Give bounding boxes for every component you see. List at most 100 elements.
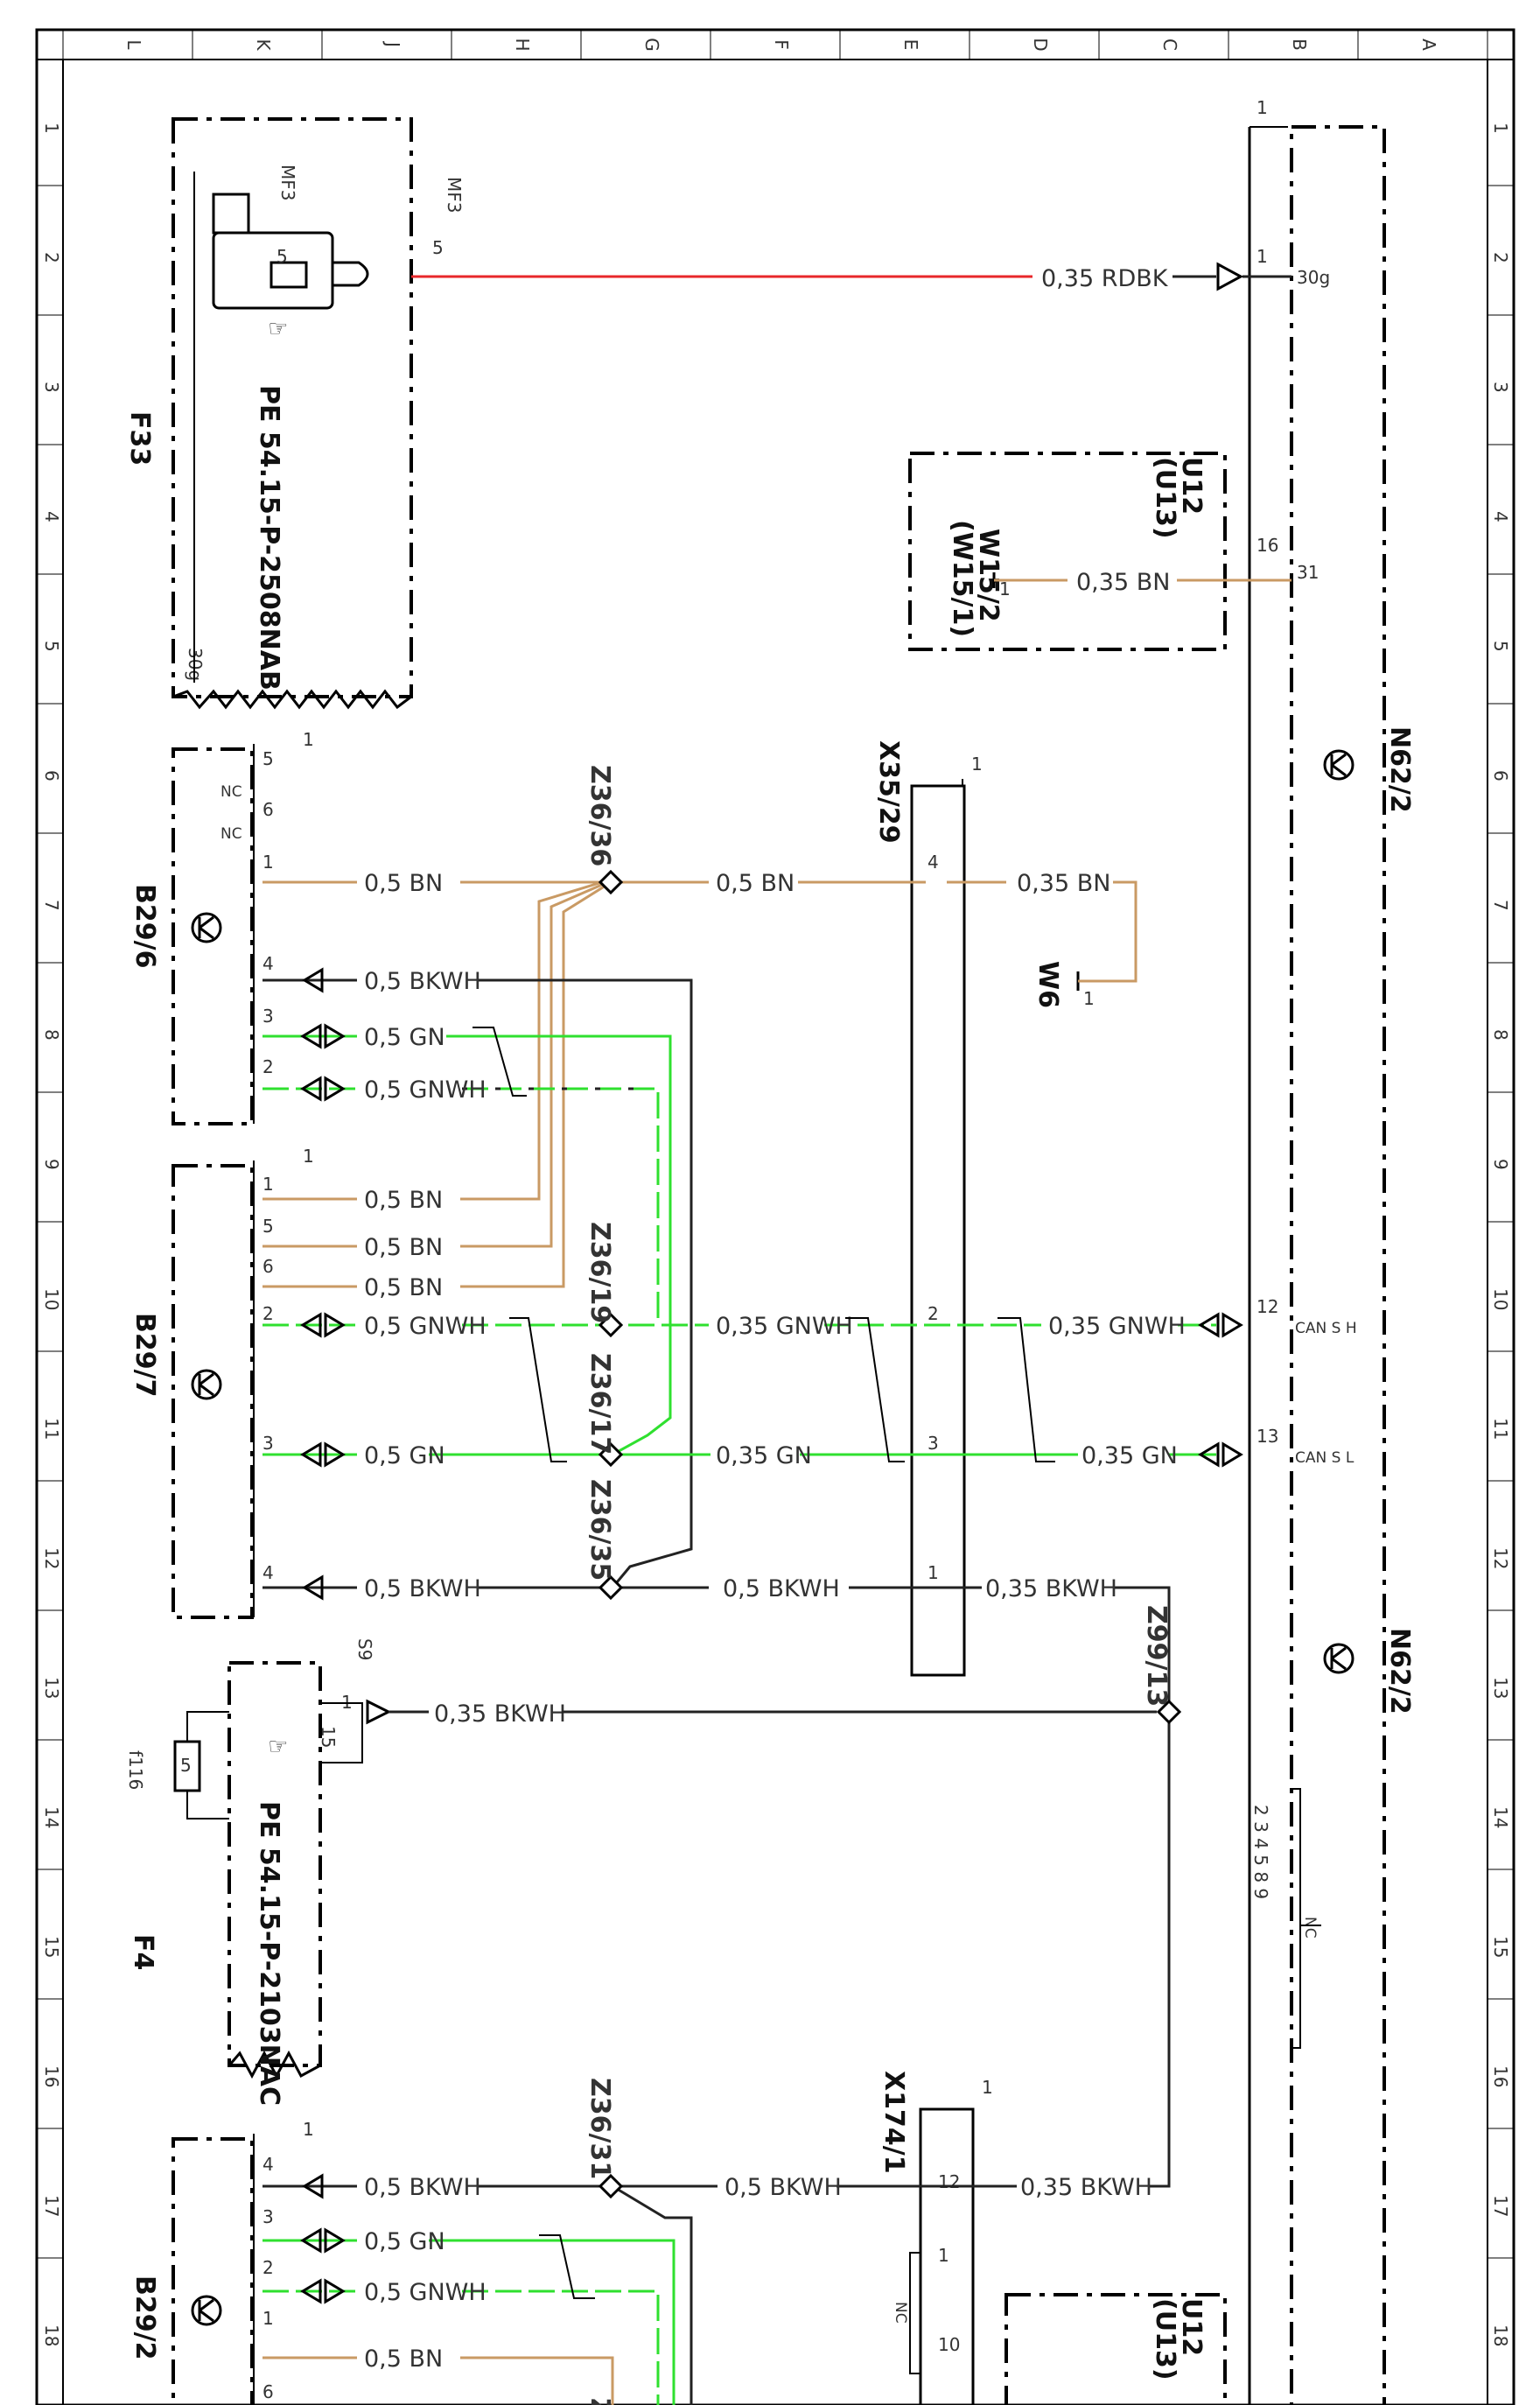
b29-6-sensor: B29/6 5 6 1 4 3 2 NC NC 1 — [130, 729, 314, 1125]
rdbk-wire: MF3 5 0,35 RDBK — [411, 177, 1292, 292]
row-label: 18 — [1490, 2324, 1511, 2346]
transistor-icon — [1323, 1643, 1354, 1674]
x35-header-pin: 1 — [971, 754, 983, 775]
col-label: F — [771, 39, 792, 50]
x35-pin: 3 — [928, 1433, 939, 1454]
transistor-icon — [191, 1369, 222, 1400]
splice-z36-17 — [598, 1441, 624, 1468]
b29-6-pin: 2 — [262, 1056, 274, 1077]
wire-label: 0,5 BN — [364, 1187, 443, 1214]
row-label: 18 — [41, 2324, 62, 2346]
twisted-pair-markers — [472, 1027, 1055, 2299]
bn-labels: 0,5 BN 0,5 BN 0,35 BN 0,5 BN 0,5 BN 0,5 … — [364, 870, 1110, 2373]
row-label: 17 — [1490, 2195, 1511, 2217]
w6-label: W6 — [1032, 961, 1063, 1008]
b29-7-header-pin: 1 — [303, 1146, 314, 1167]
row-label: 7 — [41, 900, 62, 911]
row-label: 8 — [41, 1029, 62, 1041]
w15-pin: 1 — [999, 578, 1011, 599]
gn-labels: 0,5 GN 0,5 GNWH 0,5 GNWH 0,35 GNWH 0,35 … — [364, 1024, 1186, 2306]
x35-pin: 2 — [928, 1303, 939, 1324]
n62-31-label: 31 — [1297, 562, 1319, 583]
f33-reference: PE 54.15-P-2508NAB — [254, 385, 284, 691]
row-label: 11 — [41, 1418, 62, 1440]
w6-ground: W6 1 — [1032, 880, 1138, 1009]
n62-pin-label: 12 — [1256, 1296, 1278, 1317]
splice-label: Z99/13 — [1141, 1605, 1172, 1707]
b29-7-pin: 1 — [262, 1174, 274, 1195]
fuse-relay-icon — [212, 193, 369, 310]
n62-nc-label: NC — [1301, 1917, 1319, 1939]
s9-label: S9 — [354, 1638, 375, 1660]
n62-nc-pins: 2 3 4 5 8 9 — [1250, 1805, 1271, 1899]
row-label: 10 — [1490, 1288, 1511, 1310]
row-label: 3 — [41, 382, 62, 393]
f116-label: f116 — [125, 1750, 146, 1790]
wire-label: 0,5 BN — [364, 1234, 443, 1261]
b29-7-pin: 5 — [262, 1216, 274, 1237]
bn-wires — [262, 880, 1006, 2405]
x35-pin: 1 — [928, 1562, 939, 1583]
nc-label: NC — [220, 825, 242, 843]
wire-label: 0,35 GNWH — [1048, 1313, 1186, 1340]
x174-nc-label: NC — [892, 2302, 909, 2324]
f4-s9-block: F4 PE 54.15-P-2103NAC ☞ f116 5 S9 1 15 0… — [125, 1638, 1157, 2106]
row-label: 1 — [41, 123, 62, 134]
x174-pin: 1 — [938, 2245, 949, 2266]
f33-label: F33 — [124, 411, 155, 466]
row-label: 2 — [41, 252, 62, 263]
n62-2-module: N62/2 N62/2 1 1 30g 16 31 12 CAN S H 13 … — [1248, 97, 1415, 2405]
col-label: G — [641, 38, 662, 52]
w15-2-label: W15/2 — [973, 529, 1004, 622]
row-label: 15 — [1490, 1936, 1511, 1958]
row-label: 12 — [41, 1547, 62, 1569]
col-label: A — [1418, 39, 1439, 51]
wire-label: 0,5 GNWH — [364, 1076, 486, 1104]
s9-pin: 15 — [318, 1726, 339, 1748]
b29-6-pin: 6 — [262, 799, 274, 820]
mf3-pin-label: 5 — [432, 237, 444, 258]
f33-fuse-block: F33 PE 54.15-P-2508NAB ☞ 5 MF3 30g — [124, 117, 413, 710]
f4-reference: PE 54.15-P-2103NAC — [254, 1801, 284, 2106]
n62-30g-label: 30g — [1297, 267, 1330, 288]
nc-bracket — [1292, 1788, 1321, 2049]
f33-pin-label: 5 — [276, 246, 288, 267]
x174-1-label: X174/1 — [878, 2071, 909, 2174]
wire-label: 0,5 BKWH — [364, 968, 481, 995]
row-label: 16 — [41, 2065, 62, 2087]
row-label: 15 — [41, 1936, 62, 1958]
b29-2-label: B29/2 — [130, 2275, 160, 2359]
row-label: 12 — [1490, 1547, 1511, 1569]
pin-arrows — [300, 967, 1243, 2304]
nc-label: NC — [220, 783, 242, 801]
row-label: 6 — [41, 770, 62, 782]
x35-29-label: X35/29 — [873, 740, 904, 844]
wire-label: 0,35 BKWH — [434, 1700, 566, 1728]
b29-6-label: B29/6 — [130, 884, 160, 968]
wire-label: 0,5 GNWH — [364, 1313, 486, 1340]
wire-label: 0,5 BN — [364, 870, 443, 897]
wire-label: 0,5 GN — [364, 2228, 445, 2255]
row-label: 9 — [41, 1159, 62, 1170]
n62-pin-label: 16 — [1256, 535, 1278, 556]
manual-hand-icon: ☞ — [268, 316, 288, 342]
row-label: 4 — [1490, 511, 1511, 522]
splice-z36-35 — [598, 1574, 624, 1601]
border-frame — [35, 28, 1516, 2405]
wire-label: 0,5 BKWH — [723, 1575, 840, 1602]
wire-label: 0,35 BKWH — [985, 1575, 1117, 1602]
wire-label: 0,5 GN — [364, 1442, 445, 1469]
splice-label: Z36/19 — [584, 1222, 615, 1323]
b29-7-pin: 3 — [262, 1433, 274, 1454]
b29-7-label: B29/7 — [130, 1313, 160, 1397]
u13-label: (U13) — [1150, 2298, 1180, 2380]
splice-labels: Z36/36 Z36/19 Z36/17 Z36/35 Z99/13 Z36/3… — [584, 765, 1172, 2405]
x174-header-pin: 1 — [982, 2077, 993, 2098]
col-label: H — [512, 38, 533, 51]
wire-label: 0,35 BN — [1076, 569, 1170, 596]
bkwh-labels: 0,5 BKWH 0,5 BKWH 0,5 BKWH 0,35 BKWH 0,5… — [364, 968, 1152, 2201]
b29-6-header-pin: 1 — [303, 729, 314, 750]
b29-7-sensor: B29/7 1 5 6 2 3 4 1 — [130, 1146, 314, 1619]
wire-label: 0,5 BN — [716, 870, 794, 897]
can-h-label: CAN S H — [1295, 1320, 1357, 1337]
